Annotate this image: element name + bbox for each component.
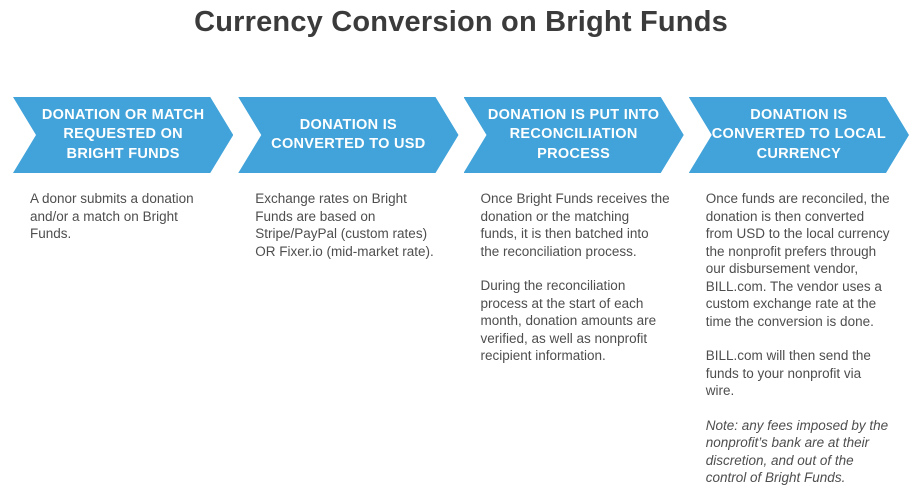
step-4-chevron: DONATION IS CONVERTED TO LOCAL CURRENCY xyxy=(689,97,909,173)
step-3-heading: DONATION IS PUT INTO RECONCILIATION PROC… xyxy=(487,107,660,162)
step-4-paragraph-1: Once funds are reconciled, the donation … xyxy=(705,191,890,329)
page-title: Currency Conversion on Bright Funds xyxy=(194,6,728,38)
step-2-paragraph-1: Exchange rates on Bright Funds are based… xyxy=(255,191,434,259)
step-descriptions-row: A donor submits a donation and/or a matc… xyxy=(13,190,909,499)
step-1-heading: DONATION OR MATCH REQUESTED ON BRIGHT FU… xyxy=(41,107,205,162)
step-4-paragraph-2: BILL.com will then send the funds to you… xyxy=(705,348,871,398)
step-3-paragraph-2: During the reconciliation process at the… xyxy=(480,278,657,363)
step-2-description: Exchange rates on Bright Funds are based… xyxy=(238,190,458,499)
step-3-description: Once Bright Funds receives the donation … xyxy=(464,190,684,499)
step-4-heading: DONATION IS CONVERTED TO LOCAL CURRENCY xyxy=(711,107,887,162)
step-1-description: A donor submits a donation and/or a matc… xyxy=(13,190,233,499)
step-3-chevron: DONATION IS PUT INTO RECONCILIATION PROC… xyxy=(464,97,684,173)
step-1-chevron: DONATION OR MATCH REQUESTED ON BRIGHT FU… xyxy=(13,97,233,173)
step-2-chevron: DONATION IS CONVERTED TO USD xyxy=(238,97,458,173)
step-4-description: Once funds are reconciled, the donation … xyxy=(689,190,909,499)
step-4-note: Note: any fees imposed by the nonprofit’… xyxy=(705,417,889,486)
step-2-heading: DONATION IS CONVERTED TO USD xyxy=(271,116,426,152)
step-1-paragraph-1: A donor submits a donation and/or a matc… xyxy=(30,191,194,241)
process-steps-row: DONATION OR MATCH REQUESTED ON BRIGHT FU… xyxy=(13,97,909,173)
step-3-paragraph-1: Once Bright Funds receives the donation … xyxy=(480,191,670,259)
